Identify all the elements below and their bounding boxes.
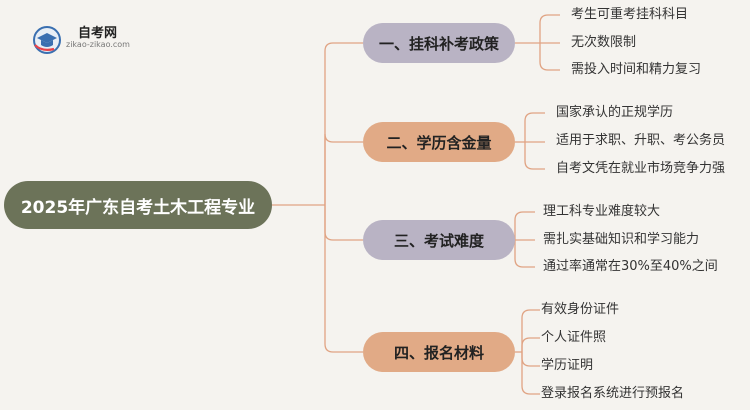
branch-registration-materials: 四、报名材料 <box>363 332 515 372</box>
leaf-item: 登录报名系统进行预报名 <box>541 386 685 401</box>
root-topic: 2025年广东自考土木工程专业 <box>4 181 272 229</box>
leaf-item: 需扎实基础知识和学习能力 <box>543 232 700 247</box>
branch-retake-policy: 一、挂科补考政策 <box>363 23 515 63</box>
leaf-item: 通过率通常在30%至40%之间 <box>543 259 718 274</box>
leaf-item: 适用于求职、升职、考公务员 <box>556 133 726 148</box>
branch-degree-value: 二、学历含金量 <box>363 122 515 162</box>
branch-exam-difficulty: 三、考试难度 <box>363 220 515 260</box>
leaf-item: 个人证件照 <box>541 330 607 345</box>
leaf-item: 需投入时间和精力复习 <box>571 62 702 77</box>
leaf-item: 考生可重考挂科科目 <box>571 7 689 22</box>
leaf-item: 理工科专业难度较大 <box>543 204 661 219</box>
leaf-item: 学历证明 <box>541 358 594 373</box>
leaf-item: 无次数限制 <box>571 35 637 50</box>
graduation-cap-icon <box>33 26 61 54</box>
leaf-item: 国家承认的正规学历 <box>556 105 674 120</box>
logo-subtitle: zikao-zikao.com <box>66 40 130 49</box>
site-logo: 自考网 zikao-zikao.com <box>30 20 170 54</box>
leaf-item: 有效身份证件 <box>541 302 620 317</box>
leaf-item: 自考文凭在就业市场竞争力强 <box>556 161 726 176</box>
logo-title: 自考网 <box>78 26 118 41</box>
